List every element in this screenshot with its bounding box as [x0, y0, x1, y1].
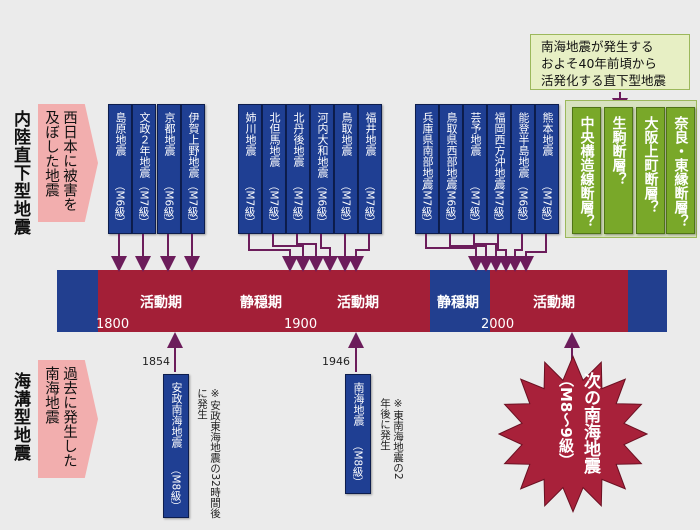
- inland-quake-name: 熊本地震: [541, 112, 554, 156]
- year-2000: 2000: [481, 317, 515, 332]
- inland-quake-card-2: 文政２年地震（M7級）: [132, 104, 156, 234]
- inland-quake-mag: （M6級）: [444, 179, 457, 227]
- inland-quake-card-7: 北丹後地震 （M7級）: [286, 104, 310, 234]
- period-quiet-block-1-core: [235, 270, 293, 332]
- inland-quake-card-8: 河内大和地震（M6級）: [310, 104, 334, 234]
- future-note-line-2: およそ40年前頃から: [541, 56, 657, 71]
- year-1900: 1900: [284, 317, 318, 332]
- inland-quake-card-10: 福井地震 （M7級）: [358, 104, 382, 234]
- inland-quake-card-9: 鳥取地震 （M7級）: [334, 104, 358, 234]
- callout-trench-text: 過去に発生した南海地震: [43, 366, 77, 468]
- trench-year-1946: 1946: [322, 355, 350, 368]
- inland-quake-card-14: 福岡西方沖地震（M7級）: [487, 104, 511, 234]
- fault-name-4: 奈良・東縁断層？: [672, 116, 689, 228]
- inland-quake-card-4: 伊賀上野地震（M7級）: [181, 104, 205, 234]
- inland-quake-mag: （M7級）: [339, 179, 352, 227]
- inland-quake-mag: （M7級）: [540, 179, 553, 227]
- trench-name-1946: 南海地震: [352, 382, 365, 426]
- inland-quake-mag: （M7級）: [363, 179, 376, 227]
- future-note-box: 南海地震が発生する およそ40年前頃から 活発化する直下型地震: [530, 34, 690, 90]
- inland-quake-mag: （M7級）: [243, 179, 256, 227]
- next-nankai-line2: （M8〜9級）: [557, 372, 575, 468]
- inland-quake-mag: （M6級）: [516, 179, 529, 227]
- period-label-1: 活動期: [140, 295, 182, 311]
- inland-quake-name: 福岡西方沖地震: [493, 112, 506, 189]
- inland-quake-name: 京都地震: [163, 112, 176, 156]
- trench-mag-1854: （M8級）: [169, 463, 182, 511]
- fault-name-1: 中央構造線断層？: [578, 116, 595, 228]
- inland-quake-name: 鳥取県西部地震: [445, 112, 458, 189]
- inland-quake-card-1: 島原地震 （M6級）: [108, 104, 132, 234]
- category-trench-label: 海溝型地震: [10, 372, 30, 462]
- inland-quake-card-16: 熊本地震 （M7級）: [535, 104, 559, 234]
- inland-quake-name: 北丹後地震: [292, 112, 305, 167]
- inland-quake-mag: （M7級）: [291, 179, 304, 227]
- inland-quake-name: 河内大和地震: [316, 112, 329, 178]
- inland-quake-name: 伊賀上野地震: [187, 112, 200, 178]
- period-label-2: 静穏期: [240, 295, 282, 311]
- fault-card-3: 大阪上町断層？: [636, 107, 665, 234]
- inland-quake-card-13: 芸予地震 （M7級）: [463, 104, 487, 234]
- period-quiet-block-2: [430, 270, 490, 332]
- inland-quake-card-5: 姉川地震 （M7級）: [238, 104, 262, 234]
- trench-year-1854: 1854: [142, 355, 170, 368]
- inland-quake-name: 島原地震: [114, 112, 127, 156]
- trench-card-1946: 南海地震 （M8級）: [345, 374, 371, 494]
- future-note-line-3: 活発化する直下型地震: [541, 73, 667, 88]
- category-inland-label: 内陸直下型地震: [10, 110, 30, 236]
- inland-quake-card-3: 京都地震 （M6級）: [157, 104, 181, 234]
- period-label-5: 活動期: [533, 295, 575, 311]
- next-nankai-burst: [498, 355, 648, 513]
- inland-quake-mag: （M7級）: [468, 179, 481, 227]
- trench-note-1854: ※安政東海地震の32時間後に発生: [196, 388, 221, 519]
- callout-inland-text: 西日本に被害を及ぼした地震: [43, 110, 77, 212]
- callout-inland: 西日本に被害を及ぼした地震: [38, 104, 98, 222]
- inland-quake-mag: （M6級）: [315, 179, 328, 227]
- inland-quake-mag: （M7級）: [267, 179, 280, 227]
- inland-quake-name: 姉川地震: [244, 112, 257, 156]
- inland-quake-card-12: 鳥取県西部地震（M6級）: [439, 104, 463, 234]
- period-active-2: [293, 270, 431, 332]
- inland-quake-name: 鳥取地震: [340, 112, 353, 156]
- inland-quake-name: 福井地震: [364, 112, 377, 156]
- trench-card-1854: 安政南海地震 （M8級）: [163, 374, 189, 518]
- inland-quake-name: 北但馬地震: [268, 112, 281, 167]
- inland-quake-card-15: 能登半島地震（M6級）: [511, 104, 535, 234]
- inland-quake-name: 文政２年地震: [138, 112, 151, 178]
- next-nankai-line1: 次の南海地震: [580, 372, 600, 474]
- inland-quake-mag: （M7級）: [420, 179, 433, 227]
- fault-card-1: 中央構造線断層？: [572, 107, 601, 234]
- fault-name-2: 生駒断層？: [610, 116, 627, 186]
- inland-quake-name: 能登半島地震: [517, 112, 530, 178]
- period-active-3: [490, 270, 628, 332]
- future-note-line-1: 南海地震が発生する: [541, 39, 654, 54]
- inland-quake-mag: （M6級）: [162, 179, 175, 227]
- inland-quake-mag: （M7級）: [186, 179, 199, 227]
- year-1800: 1800: [96, 317, 130, 332]
- callout-trench: 過去に発生した南海地震: [38, 360, 98, 478]
- fault-card-4: 奈良・東縁断層？: [666, 107, 695, 234]
- inland-quake-name: 兵庫県南部地震: [421, 112, 434, 189]
- fault-card-2: 生駒断層？: [604, 107, 633, 234]
- inland-quake-mag: （M6級）: [113, 179, 126, 227]
- inland-quake-mag: （M7級）: [492, 179, 505, 227]
- inland-quake-mag: （M7級）: [137, 179, 150, 227]
- period-label-4: 静穏期: [437, 295, 479, 311]
- trench-name-1854: 安政南海地震: [170, 382, 183, 448]
- inland-quake-card-11: 兵庫県南部地震（M7級）: [415, 104, 439, 234]
- inland-quake-name: 芸予地震: [469, 112, 482, 156]
- trench-note-1946: ※東南海地震の2年後に発生: [379, 398, 404, 480]
- trench-mag-1946: （M8級）: [351, 439, 364, 487]
- fault-name-3: 大阪上町断層？: [642, 116, 659, 214]
- inland-quake-card-6: 北但馬地震 （M7級）: [262, 104, 286, 234]
- period-label-3: 活動期: [337, 295, 379, 311]
